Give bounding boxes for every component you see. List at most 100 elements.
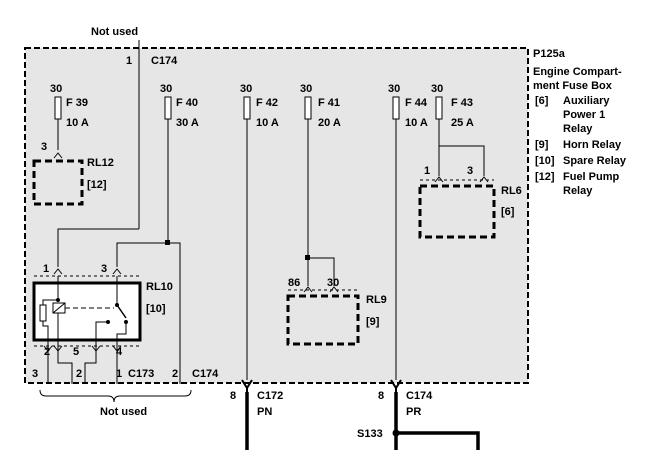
rl9-label: RL9 [366, 294, 387, 306]
rl10-coil-left-wire [42, 299, 58, 350]
legend-text-6c: Relay [563, 123, 593, 135]
bottom-not-used-label: Not used [100, 406, 147, 418]
rl10-pin-3: 3 [101, 263, 107, 275]
wire-rl10-out-b [57, 351, 73, 384]
rl12-label: RL12 [87, 157, 114, 169]
legend-text-12a: Fuel Pump [563, 171, 620, 183]
rl9-pin-86-symbol [303, 286, 313, 293]
rl6-pin-1-symbol [434, 176, 444, 183]
s133-label: S133 [357, 428, 383, 440]
fuse-f41-name: F 41 [318, 97, 340, 109]
fuse-f41-symbol [304, 96, 312, 120]
fuse-box-name-2: ment Fuse Box [533, 80, 613, 92]
rl12-pin-symbol [53, 152, 63, 159]
fuse-box-name-1: Engine Compart- [533, 66, 622, 78]
c174-top-pin: 1 [126, 55, 132, 67]
rl10-relay-box [32, 281, 142, 342]
fuse-f44-supply: 30 [388, 83, 400, 95]
rl6-pin-1: 1 [424, 165, 430, 177]
c174-left-pin: 2 [172, 368, 178, 380]
legend-code-9: [9] [535, 139, 549, 151]
rl10-pin-4: 4 [116, 346, 123, 358]
wire-f40-to-rl10 [116, 242, 168, 267]
legend-code-12: [12] [535, 171, 555, 183]
fuse-f43-name: F 43 [451, 97, 473, 109]
rl10-pin-1: 1 [43, 263, 49, 275]
c174-right-symbol [390, 379, 402, 392]
rl12-ref: [12] [87, 179, 107, 191]
rl9-pin-30: 30 [327, 277, 339, 289]
rl9-pin-86: 86 [288, 277, 300, 289]
c174-right-pin: 8 [378, 390, 384, 402]
rl9-pin-30-symbol [329, 286, 339, 293]
fuse-f44-symbol [392, 96, 400, 120]
c173-pin-1: 1 [116, 368, 122, 380]
fuse-f39-name: F 39 [66, 97, 88, 109]
rl10-pin-1-symbol [53, 268, 63, 275]
rl6-pin-3-symbol [479, 176, 489, 183]
rl9-ref: [9] [366, 316, 380, 328]
wire-s133-branch [396, 431, 480, 450]
rl10-pin-5: 5 [73, 346, 79, 358]
wire-f43-to-rl6-3 [439, 145, 485, 176]
rl10-label: RL10 [146, 281, 173, 293]
fuse-f42-name: F 42 [256, 97, 278, 109]
wire-f41-to-rl9-30 [308, 257, 335, 286]
wire-rl10-out-c [84, 351, 97, 384]
c172-symbol [241, 379, 253, 392]
top-not-used-label: Not used [91, 26, 138, 38]
rl10-switch-arm [116, 304, 127, 319]
not-used-bracket [39, 389, 192, 403]
rl6-ref: [6] [501, 206, 515, 218]
legend-code-10: [10] [535, 155, 555, 167]
fuse-f40-rating: 30 A [176, 117, 199, 129]
legend-text-9: Horn Relay [563, 139, 622, 151]
fuse-f40-supply: 30 [160, 83, 172, 95]
legend-text-12b: Relay [563, 185, 593, 197]
rl10-pin-3-symbol [112, 268, 122, 275]
fuse-f41-rating: 20 A [318, 117, 341, 129]
fuse-f40-name: F 40 [176, 97, 198, 109]
fuse-box-id: P125a [533, 48, 566, 60]
fuse-f44-rating: 10 A [405, 117, 428, 129]
f41-splice-dot [305, 255, 310, 260]
legend-text-6a: Auxiliary [563, 95, 610, 107]
wire-f40-to-c174 [168, 242, 181, 384]
fuse-f41-supply: 30 [300, 83, 312, 95]
s133-splice-dot [392, 429, 400, 437]
legend-code-6: [6] [535, 95, 549, 107]
c172-pin: 8 [230, 390, 236, 402]
fuse-f42-supply: 30 [240, 83, 252, 95]
c172-color: PN [257, 406, 272, 418]
c174-top-label: C174 [151, 55, 178, 67]
rl12-relay-box [32, 159, 84, 206]
fuse-f43-rating: 25 A [451, 117, 474, 129]
rl10-pin-2: 2 [44, 346, 50, 358]
fuse-f39-supply: 30 [50, 83, 62, 95]
fuse-f40-symbol [164, 96, 172, 120]
c174-left-label: C174 [192, 368, 219, 380]
rl10-nc-wire [95, 321, 108, 350]
c174-right-label: C174 [406, 390, 433, 402]
fuse-f43-symbol [435, 96, 443, 120]
rl6-pin-3: 3 [467, 165, 473, 177]
rl10-resistor [39, 304, 47, 322]
rl12-pin-3: 3 [41, 141, 47, 153]
fuse-f42-symbol [243, 96, 251, 120]
c173-pin-2: 2 [76, 368, 82, 380]
wire-c174-to-rl10 [57, 228, 139, 267]
c172-label: C172 [257, 390, 283, 402]
rl10-no-wire [116, 322, 127, 350]
c174-right-color: PR [406, 406, 421, 418]
rl10-coil-diag [52, 302, 66, 314]
fuse-f44-name: F 44 [405, 97, 428, 109]
legend-text-10: Spare Relay [563, 155, 627, 167]
c173-label: C173 [128, 368, 154, 380]
rl6-label: RL6 [501, 185, 522, 197]
rl10-ref: [10] [146, 303, 166, 315]
fuse-f42-rating: 10 A [256, 117, 279, 129]
fuse-f39-rating: 10 A [66, 117, 89, 129]
fuse-f39-symbol [54, 96, 62, 120]
rl6-relay-box [418, 184, 496, 239]
